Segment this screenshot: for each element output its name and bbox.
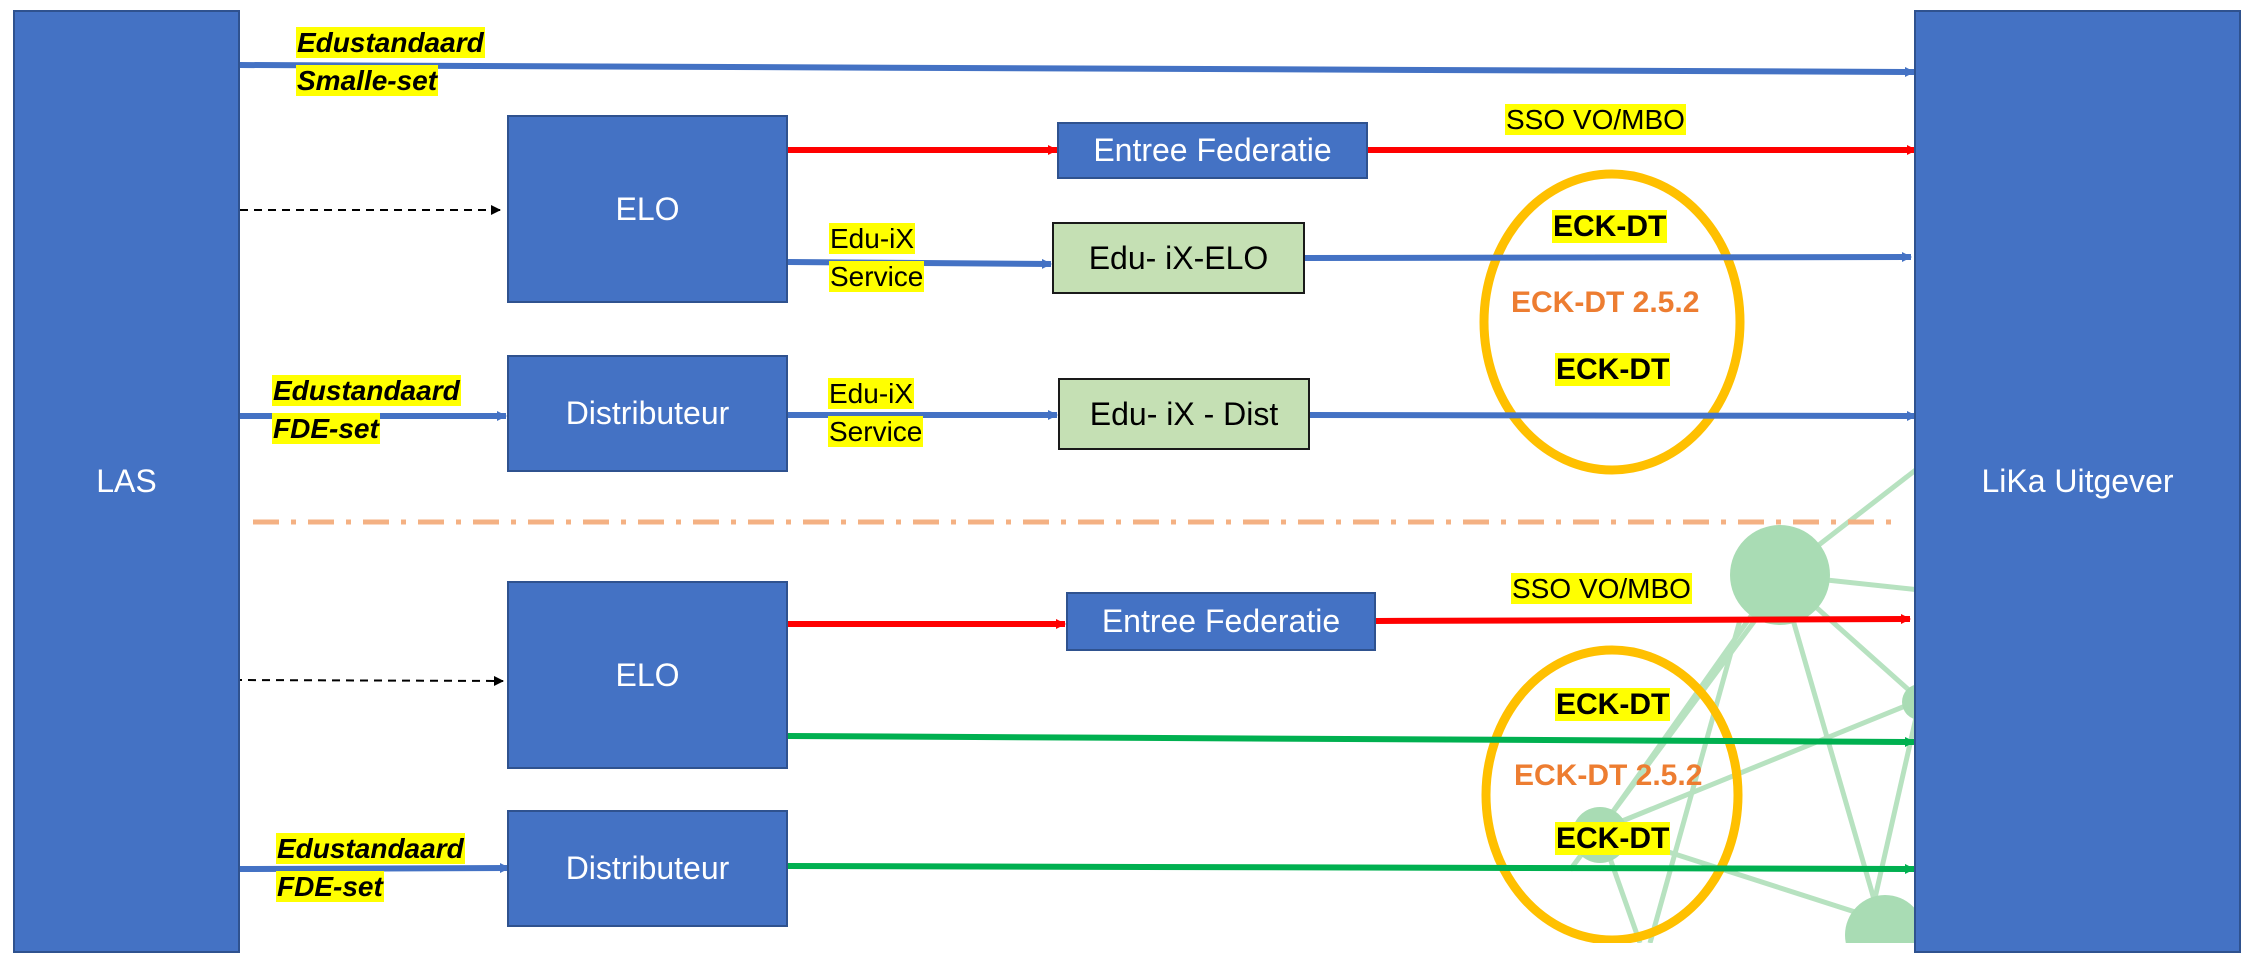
- arrow-las-to-publisher-smalle-set: [239, 62, 1915, 77]
- edustandaard-fde-set-note-bottom: Edustandaard FDE-set: [276, 833, 465, 902]
- edustandaard-smalle-set-note: Edustandaard Smalle-set: [296, 27, 485, 96]
- eck-dt-lower-top: ECK-DT: [1555, 353, 1671, 386]
- arrow-distributeur-to-publisher-green: [787, 863, 1915, 874]
- eck-dt-upper-top: ECK-DT: [1552, 210, 1668, 243]
- publisher-label: LiKa Uitgever: [1981, 463, 2174, 499]
- elo-label: ELO: [615, 190, 680, 227]
- eduix-service-elo-note: Edu-iX Service: [829, 223, 925, 292]
- entree-label-bottom: Entree Federatie: [1101, 603, 1341, 639]
- eduix-service-dist-note: Edu-iX Service: [828, 378, 924, 447]
- entree-label: Entree Federatie: [1093, 132, 1332, 168]
- distributeur-label-bottom: Distributeur: [565, 850, 730, 886]
- eck-dt-upper-bottom: ECK-DT: [1555, 688, 1671, 721]
- distributeur-label: Distributeur: [565, 395, 730, 431]
- arrow-eduix-dist-to-publisher: [1309, 410, 1917, 421]
- las-label: LAS: [96, 463, 157, 499]
- arrow-entree-to-publisher-bottom: [1375, 614, 1911, 625]
- arrow-las-to-distributeur-bottom: [239, 863, 510, 874]
- eck-dt-ellipse-top: [1479, 169, 1745, 475]
- arrow-elo-to-publisher-green: [787, 733, 1915, 747]
- sso-label-top: SSO VO/MBO: [1505, 104, 1686, 135]
- edustandaard-fde-set-note-top: Edustandaard FDE-set: [272, 375, 461, 444]
- eduix-dist-box: Edu- iX - Dist: [1058, 378, 1310, 450]
- entree-federatie-box-bottom: Entree Federatie: [1066, 592, 1376, 651]
- eduix-elo-label: Edu- iX-ELO: [1088, 239, 1269, 276]
- eck-dt-lower-bottom: ECK-DT: [1555, 822, 1671, 855]
- las-column: LAS: [13, 10, 240, 953]
- publisher-column: LiKa Uitgever: [1914, 10, 2241, 953]
- eck-dt-version-top: ECK-DT 2.5.2: [1511, 286, 1700, 319]
- eck-dt-ellipse-bottom: [1481, 645, 1743, 943]
- sso-label-bottom: SSO VO/MBO: [1511, 573, 1692, 604]
- eduix-elo-box: Edu- iX-ELO: [1052, 222, 1305, 294]
- arrow-las-to-elo-dashed-bottom: [233, 675, 504, 686]
- arrow-eduix-elo-to-publisher: [1304, 252, 1912, 263]
- eck-dt-version-bottom: ECK-DT 2.5.2: [1514, 759, 1703, 792]
- distributeur-box-top: Distributeur: [507, 355, 788, 472]
- entree-federatie-box-top: Entree Federatie: [1057, 122, 1368, 179]
- elo-box-bottom: ELO: [507, 581, 788, 769]
- elo-box-top: ELO: [507, 115, 788, 303]
- elo-label-bottom: ELO: [615, 656, 680, 693]
- eduix-dist-label: Edu- iX - Dist: [1089, 395, 1279, 432]
- distributeur-box-bottom: Distributeur: [507, 810, 788, 927]
